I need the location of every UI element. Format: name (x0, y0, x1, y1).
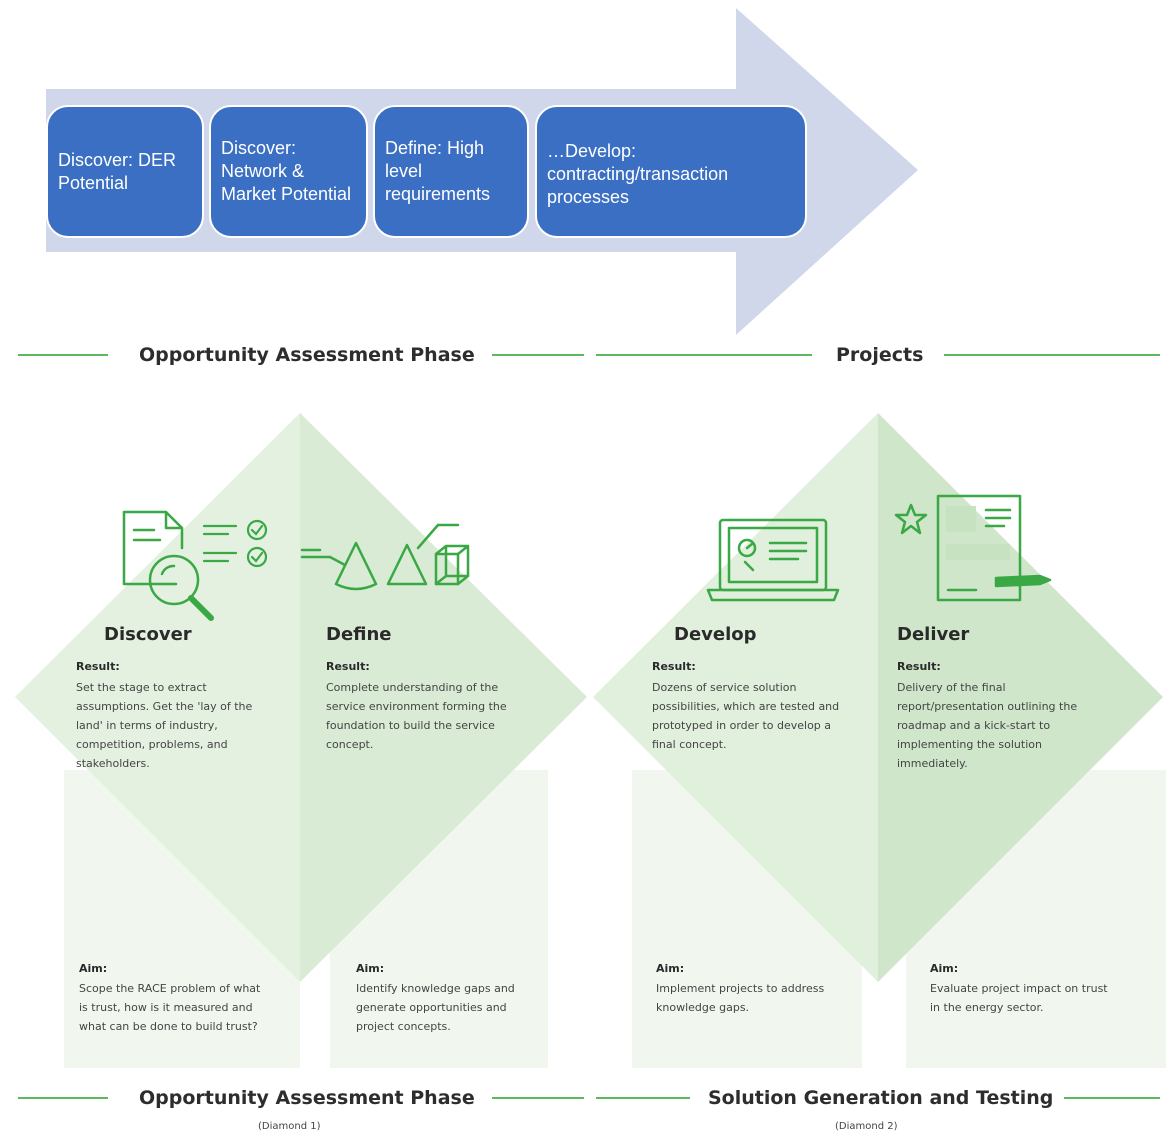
document-search-icon (122, 510, 214, 621)
diamond-2-left (593, 413, 878, 982)
stage-title-discover: Discover (104, 624, 192, 645)
top-header-right: Projects (836, 344, 924, 366)
result-text-deliver: Delivery of the final report/presentatio… (897, 681, 1078, 770)
aim-label: Aim: (930, 962, 959, 975)
bottom-header-left: Opportunity Assessment Phase (139, 1087, 475, 1109)
report-star-icon (894, 494, 1052, 602)
step-label: Discover: Network & Market Potential (221, 138, 352, 204)
bottom-header-right: Solution Generation and Testing (708, 1087, 1054, 1109)
arrow-step-define: Define: High level requirements (373, 105, 529, 238)
aim-label: Aim: (79, 962, 108, 975)
diamond-1-caption: (Diamond 1) (258, 1121, 321, 1132)
aim-text-develop: Implement projects to address knowledge … (656, 982, 825, 1014)
result-text-develop: Dozens of service solution possibilities… (652, 681, 840, 751)
aim-label: Aim: (656, 962, 685, 975)
diamond-1-right (300, 413, 587, 982)
arrow-step-develop: …Develop: contracting/transaction proces… (535, 105, 807, 238)
stage-title-develop: Develop (674, 624, 757, 645)
aim-text-define: Identify knowledge gaps and generate opp… (356, 982, 515, 1033)
stage-title-define: Define (326, 624, 392, 645)
result-label: Result: (652, 660, 696, 673)
result-label: Result: (76, 660, 120, 673)
aim-label: Aim: (356, 962, 385, 975)
top-header-left: Opportunity Assessment Phase (139, 344, 475, 366)
arrow-step-discover-network: Discover: Network & Market Potential (209, 105, 368, 238)
result-label: Result: (897, 660, 941, 673)
aim-text-discover: Scope the RACE problem of what is trust,… (79, 982, 261, 1033)
stage-title-deliver: Deliver (897, 624, 970, 645)
step-label: Discover: DER Potential (58, 149, 177, 193)
arrow-step-discover-der: Discover: DER Potential (46, 105, 204, 238)
step-label: Define: High level requirements (385, 138, 491, 204)
checklist-icon (202, 519, 268, 568)
diamond-1-left (15, 413, 300, 982)
shapes-icon (300, 523, 470, 591)
result-text-define: Complete understanding of the service en… (326, 681, 507, 751)
step-label: …Develop: contracting/transaction proces… (547, 141, 729, 207)
result-text-discover: Set the stage to extract assumptions. Ge… (76, 681, 253, 770)
result-label: Result: (326, 660, 370, 673)
aim-text-deliver: Evaluate project impact on trust in the … (930, 982, 1108, 1014)
laptop-icon (706, 518, 840, 602)
diamond-2-caption: (Diamond 2) (835, 1121, 898, 1132)
